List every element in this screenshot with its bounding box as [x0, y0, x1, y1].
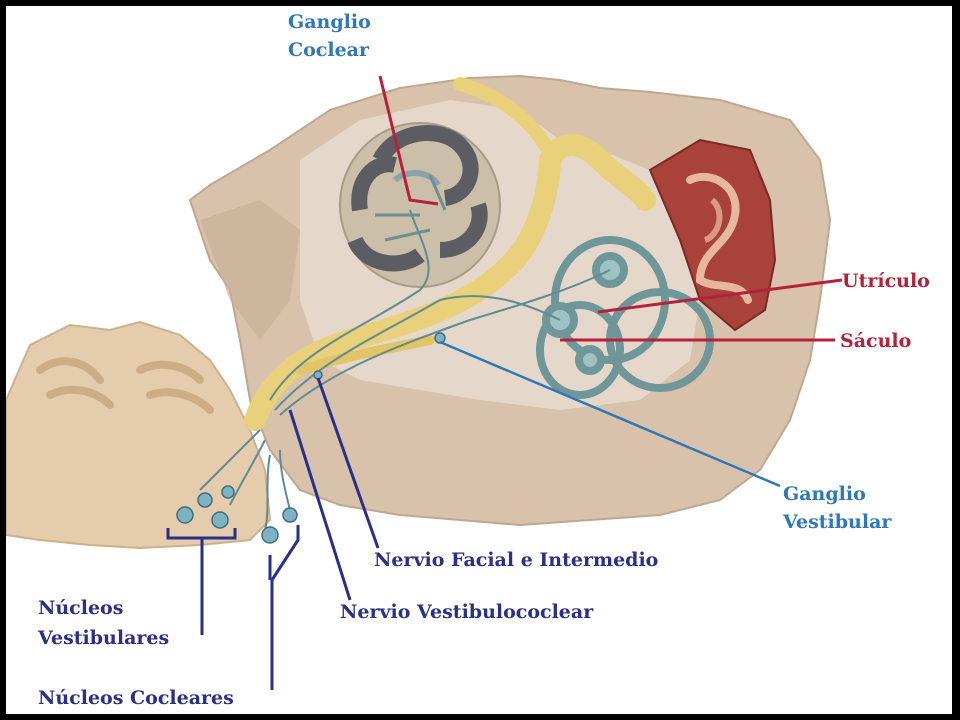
- label-nucleos-cocleares: Núcleos Cocleares: [38, 687, 234, 709]
- label-ganglio-vestibular-line2: Vestibular: [782, 511, 892, 533]
- ossicles-2: [703, 197, 723, 243]
- facial-nerve: [453, 77, 552, 152]
- bracket-nucleos-cocleares: [268, 525, 300, 690]
- label-nervio-facial: Nervio Facial e Intermedio: [374, 549, 658, 571]
- pointer-nervio-facial: [316, 377, 380, 549]
- label-ganglio-coclear-line1: Ganglio: [288, 11, 371, 33]
- nerve-lower-branch: [295, 335, 435, 375]
- anatomy-illustration: Ganglio Coclear Utrículo Sáculo Ganglio …: [6, 11, 930, 709]
- label-nucleos-vestibulares-line1: Núcleos: [38, 597, 123, 619]
- bracket-nucleos-vestibulares: [166, 528, 237, 635]
- bone-shading: [200, 200, 300, 340]
- pointer-ganglio-vestibular: [439, 340, 781, 488]
- label-ganglio-vestibular-line1: Ganglio: [783, 483, 866, 505]
- neuron-cells: [176, 332, 446, 544]
- cochlea: [339, 122, 501, 288]
- brainstem: [6, 320, 272, 550]
- brainstem-folds: [36, 357, 214, 414]
- label-nucleos-vestibulares-line2: Vestibulares: [37, 627, 169, 649]
- label-utriculo: Utrículo: [842, 270, 930, 292]
- label-ganglio-coclear-line2: Coclear: [288, 39, 370, 61]
- pointer-nervio-vestibulococlear: [288, 409, 352, 601]
- label-saculo: Sáculo: [840, 330, 911, 352]
- ossicles: [686, 172, 752, 304]
- pointer-ganglio-coclear: [378, 75, 439, 206]
- diagram-frame: Ganglio Coclear Utrículo Sáculo Ganglio …: [6, 6, 952, 714]
- pointer-utriculo: [597, 278, 843, 314]
- label-nervio-vestibulococlear: Nervio Vestibulococlear: [340, 601, 594, 623]
- vestibulocochlear-nerve-trunk: [244, 134, 656, 431]
